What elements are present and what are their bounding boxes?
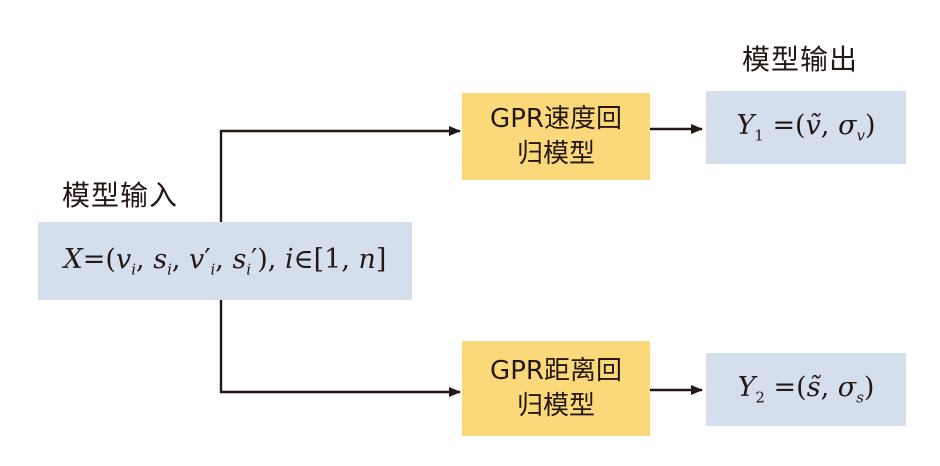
input-box: X=(vi, si, v′i, si′), i∈[1, n]: [38, 222, 412, 300]
distance-model-line-2: 归模型: [516, 390, 595, 421]
velocity-output-box: Y1 =(ṽ, σv): [706, 91, 906, 164]
velocity-regression-model-box: GPR速度回 归模型: [462, 93, 650, 180]
velocity-output-formula: Y1 =(ṽ, σv): [736, 110, 876, 145]
distance-model-line-1: GPR距离回: [490, 355, 622, 386]
model-input-label: 模型输入: [62, 179, 179, 212]
input-to-distance-model-arrow: [219, 300, 461, 397]
distance-output-formula: Y2 =(s̃, σs): [737, 372, 875, 407]
distance-regression-model-box: GPR距离回 归模型: [462, 341, 650, 436]
distance-output-box: Y2 =(s̃, σs): [706, 353, 906, 426]
velocity-model-line-1: GPR速度回: [490, 103, 622, 134]
velocity-model-line-2: 归模型: [516, 138, 595, 169]
model-output-label: 模型输出: [742, 43, 859, 76]
input-formula: X=(vi, si, v′i, si′), i∈[1, n]: [63, 243, 387, 279]
input-to-velocity-model-arrow: [219, 126, 461, 222]
